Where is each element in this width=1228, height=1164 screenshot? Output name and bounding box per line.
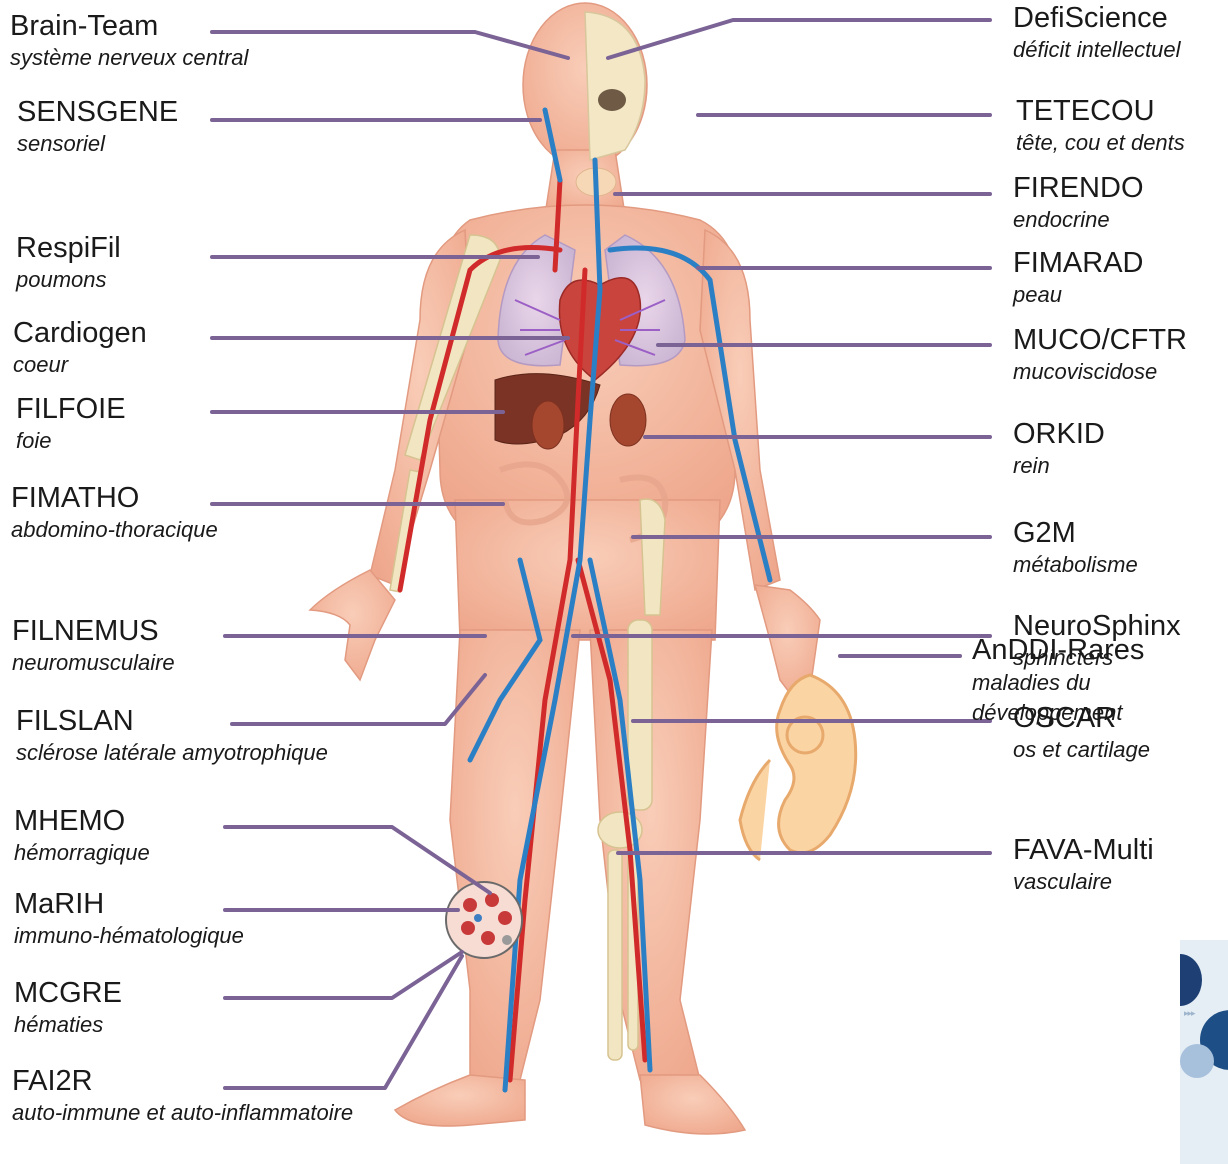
network-name: AnDDI-Rares	[972, 632, 1144, 668]
network-name: MCGRE	[14, 975, 122, 1011]
network-name: FIRENDO	[1013, 170, 1144, 206]
label-tetecou: TETECOU tête, cou et dents	[1016, 93, 1185, 157]
label-anddi-rares: AnDDI-Rares maladies du développement	[972, 632, 1144, 728]
label-muco-cftr: MUCO/CFTR mucoviscidose	[1013, 322, 1187, 386]
network-description: tête, cou et dents	[1016, 129, 1185, 157]
leader-line-defiscience	[608, 20, 990, 58]
network-name: MaRIH	[14, 886, 244, 922]
label-respifil: RespiFil poumons	[16, 230, 121, 294]
leader-line-mcgre	[225, 952, 462, 998]
body-silhouette	[310, 3, 820, 1134]
label-brain-team: Brain-Team système nerveux central	[10, 8, 248, 72]
circle-shape	[1180, 1044, 1214, 1078]
network-description: sensoriel	[17, 130, 178, 158]
network-name: ORKID	[1013, 416, 1105, 452]
decorative-circles-graphic: ▸▸▸	[1180, 940, 1228, 1164]
label-fimarad: FIMARAD peau	[1013, 245, 1144, 309]
label-cardiogen: Cardiogen coeur	[13, 315, 147, 379]
network-name: FAI2R	[12, 1063, 353, 1099]
label-fimatho: FIMATHO abdomino-thoracique	[11, 480, 218, 544]
network-description: mucoviscidose	[1013, 358, 1187, 386]
network-name: DefiScience	[1013, 0, 1181, 36]
label-fava-multi: FAVA-Multi vasculaire	[1013, 832, 1154, 896]
label-firendo: FIRENDO endocrine	[1013, 170, 1144, 234]
network-name: FILSLAN	[16, 703, 328, 739]
leader-line-mhemo	[225, 827, 490, 893]
label-marih: MaRIH immuno-hématologique	[14, 886, 244, 950]
label-filslan: FILSLAN sclérose latérale amyotrophique	[16, 703, 328, 767]
label-mhemo: MHEMO hémorragique	[14, 803, 150, 867]
network-name: RespiFil	[16, 230, 121, 266]
network-description: rein	[1013, 452, 1105, 480]
network-description: peau	[1013, 281, 1144, 309]
network-name: G2M	[1013, 515, 1138, 551]
network-description: déficit intellectuel	[1013, 36, 1181, 64]
embryo-icon	[740, 675, 856, 860]
network-description: foie	[16, 427, 126, 455]
network-description: os et cartilage	[1013, 736, 1150, 764]
network-description: neuromusculaire	[12, 649, 175, 677]
network-name: FIMATHO	[11, 480, 218, 516]
network-name: FILFOIE	[16, 391, 126, 427]
network-name: FAVA-Multi	[1013, 832, 1154, 868]
network-description: poumons	[16, 266, 121, 294]
network-description: coeur	[13, 351, 147, 379]
network-description: endocrine	[1013, 206, 1144, 234]
skull-icon	[585, 12, 645, 160]
network-name: TETECOU	[1016, 93, 1185, 129]
network-description: système nerveux central	[10, 44, 248, 72]
label-filnemus: FILNEMUS neuromusculaire	[12, 613, 175, 677]
network-description: abdomino-thoracique	[11, 516, 218, 544]
blood-cells-icon	[446, 882, 522, 958]
label-fai2r: FAI2R auto-immune et auto-inflammatoire	[12, 1063, 353, 1127]
network-name: SENSGENE	[17, 94, 178, 130]
circle-shape	[1180, 954, 1202, 1006]
label-mcgre: MCGRE hématies	[14, 975, 122, 1039]
network-description: vasculaire	[1013, 868, 1154, 896]
network-description: maladies du	[972, 668, 1144, 698]
network-description: immuno-hématologique	[14, 922, 244, 950]
kidney-icon	[610, 394, 646, 446]
label-g2m: G2M métabolisme	[1013, 515, 1138, 579]
network-name: Cardiogen	[13, 315, 147, 351]
network-name: FIMARAD	[1013, 245, 1144, 281]
network-description: sclérose latérale amyotrophique	[16, 739, 328, 767]
network-description: hémorragique	[14, 839, 150, 867]
network-description: hématies	[14, 1011, 122, 1039]
network-name: Brain-Team	[10, 8, 248, 44]
leader-line-brain-team	[212, 32, 568, 58]
network-name: MHEMO	[14, 803, 150, 839]
network-name: FILNEMUS	[12, 613, 175, 649]
network-description-line-2: développement	[972, 698, 1144, 728]
label-defiscience: DefiScience déficit intellectuel	[1013, 0, 1181, 64]
label-orkid: ORKID rein	[1013, 416, 1105, 480]
network-description: métabolisme	[1013, 551, 1138, 579]
network-description: auto-immune et auto-inflammatoire	[12, 1099, 353, 1127]
kidney-icon	[532, 401, 564, 449]
arrows-icon: ▸▸▸	[1184, 1008, 1195, 1019]
label-sensgene: SENSGENE sensoriel	[17, 94, 178, 158]
network-name: MUCO/CFTR	[1013, 322, 1187, 358]
label-filfoie: FILFOIE foie	[16, 391, 126, 455]
